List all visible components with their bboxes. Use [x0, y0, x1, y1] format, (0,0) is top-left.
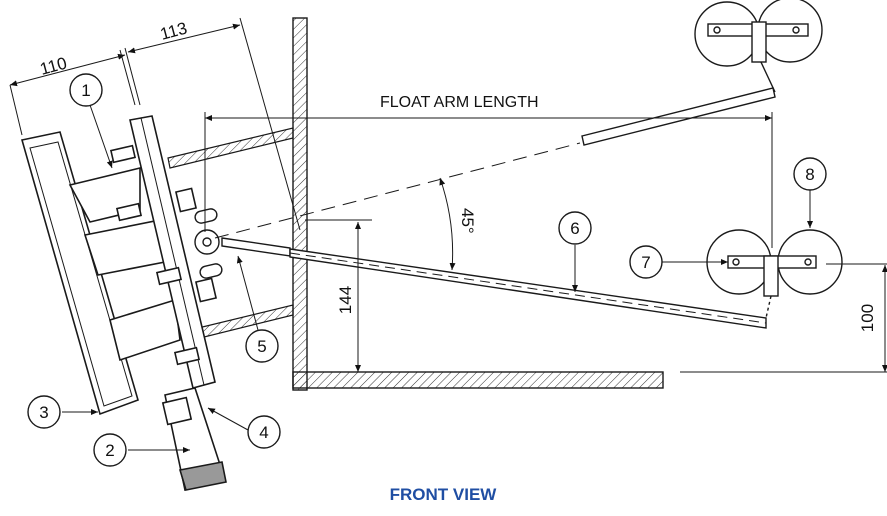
- dim-110: 110: [38, 54, 69, 79]
- callout-2-circle: [93, 433, 127, 467]
- callout-3-circle: [27, 395, 61, 429]
- dim-float-arm-length: FLOAT ARM LENGTH: [380, 94, 539, 111]
- mounting-nozzle: [167, 127, 294, 341]
- callout-7: 7: [641, 253, 650, 272]
- dimension-lines: [9, 17, 887, 373]
- callout-1-circle: [69, 73, 103, 107]
- callout-1: 1: [81, 81, 90, 100]
- float-arm-lower: [221, 237, 767, 329]
- callout-4-circle: [247, 415, 281, 449]
- callout-7-circle: [629, 245, 663, 279]
- callout-labels: 1 2 3 4 5 6 7 8: [39, 81, 814, 460]
- callout-8: 8: [805, 165, 814, 184]
- callout-6: 6: [570, 219, 579, 238]
- float-lower: [706, 229, 843, 319]
- callout-2: 2: [105, 441, 114, 460]
- dim-113: 113: [158, 19, 189, 44]
- pivot-mechanism: [194, 208, 223, 279]
- float-upper: [694, 0, 823, 67]
- dim-144: 144: [336, 286, 355, 314]
- callout-8-circle: [793, 157, 827, 191]
- tank-wall: [292, 17, 664, 391]
- leader-lines: [62, 104, 813, 453]
- callouts: [27, 73, 827, 467]
- switch-housing: [20, 115, 227, 491]
- dim-angle: 45°: [458, 208, 477, 234]
- callout-4: 4: [259, 423, 268, 442]
- diagram-title: FRONT VIEW: [390, 485, 498, 504]
- callout-3: 3: [39, 403, 48, 422]
- callout-6-circle: [558, 211, 592, 245]
- dim-100: 100: [858, 304, 877, 332]
- callout-5-circle: [245, 329, 279, 363]
- callout-5: 5: [257, 337, 266, 356]
